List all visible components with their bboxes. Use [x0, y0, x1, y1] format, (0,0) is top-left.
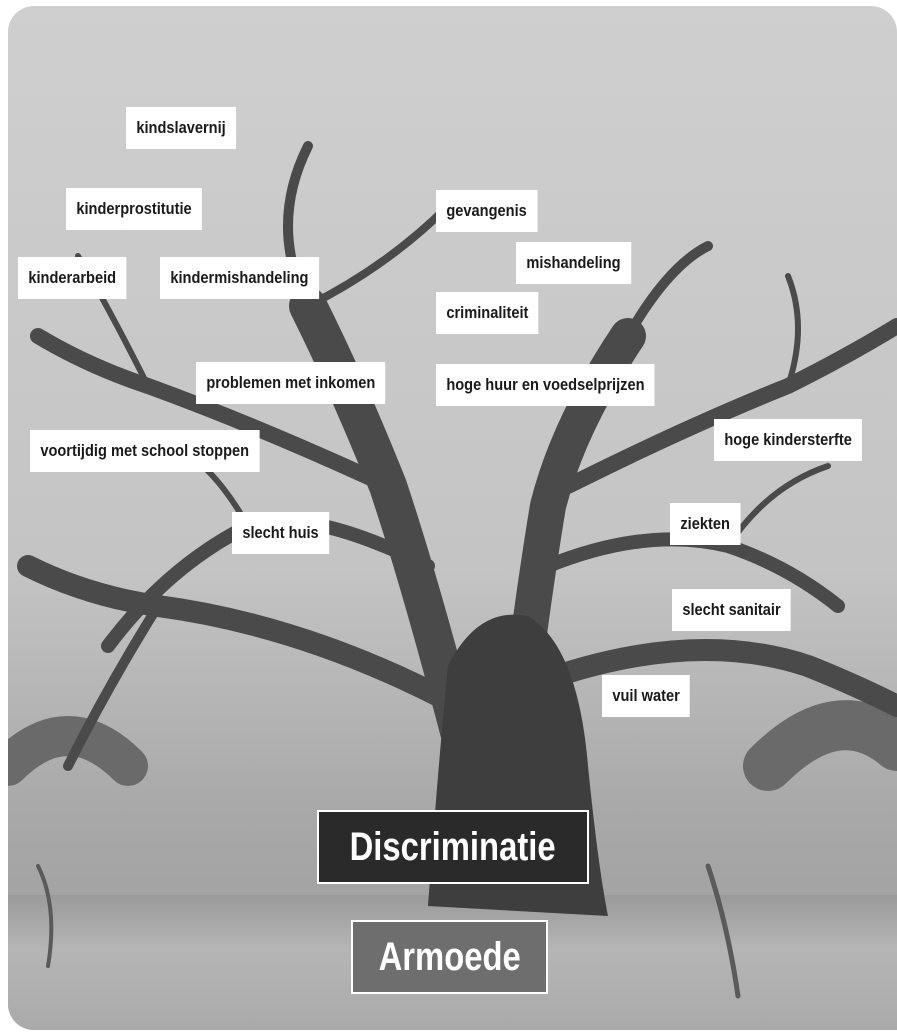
- label-kindslavernij: kindslavernij: [126, 107, 237, 149]
- tree-photo-background: [8, 6, 897, 1030]
- root-label-armoede: Armoede: [351, 920, 548, 994]
- label-criminaliteit: criminaliteit: [436, 292, 539, 334]
- label-slecht-huis: slecht huis: [232, 512, 330, 554]
- label-kinderarbeid: kinderarbeid: [18, 257, 127, 299]
- trunk-label-discriminatie: Discriminatie: [317, 810, 589, 884]
- label-mishandeling: mishandeling: [516, 242, 631, 284]
- baobab-tree-icon: [8, 141, 897, 999]
- label-vuil-water: vuil water: [602, 675, 691, 717]
- label-kindermishandeling: kindermishandeling: [160, 257, 319, 299]
- root-label-text: Armoede: [378, 935, 521, 979]
- label-hoge-kindersterfte: hoge kindersterfte: [714, 419, 863, 461]
- label-gevangenis: gevangenis: [436, 190, 538, 232]
- label-kinderprostitutie: kinderprostitutie: [66, 188, 202, 230]
- label-voortijdig-met-school-stoppen: voortijdig met school stoppen: [30, 430, 260, 472]
- label-ziekten: ziekten: [670, 503, 741, 545]
- label-slecht-sanitair: slecht sanitair: [672, 589, 791, 631]
- label-problemen-met-inkomen: problemen met inkomen: [196, 362, 386, 404]
- label-hoge-huur-en-voedselprijzen: hoge huur en voedselprijzen: [436, 364, 655, 406]
- trunk-label-text: Discriminatie: [350, 825, 556, 869]
